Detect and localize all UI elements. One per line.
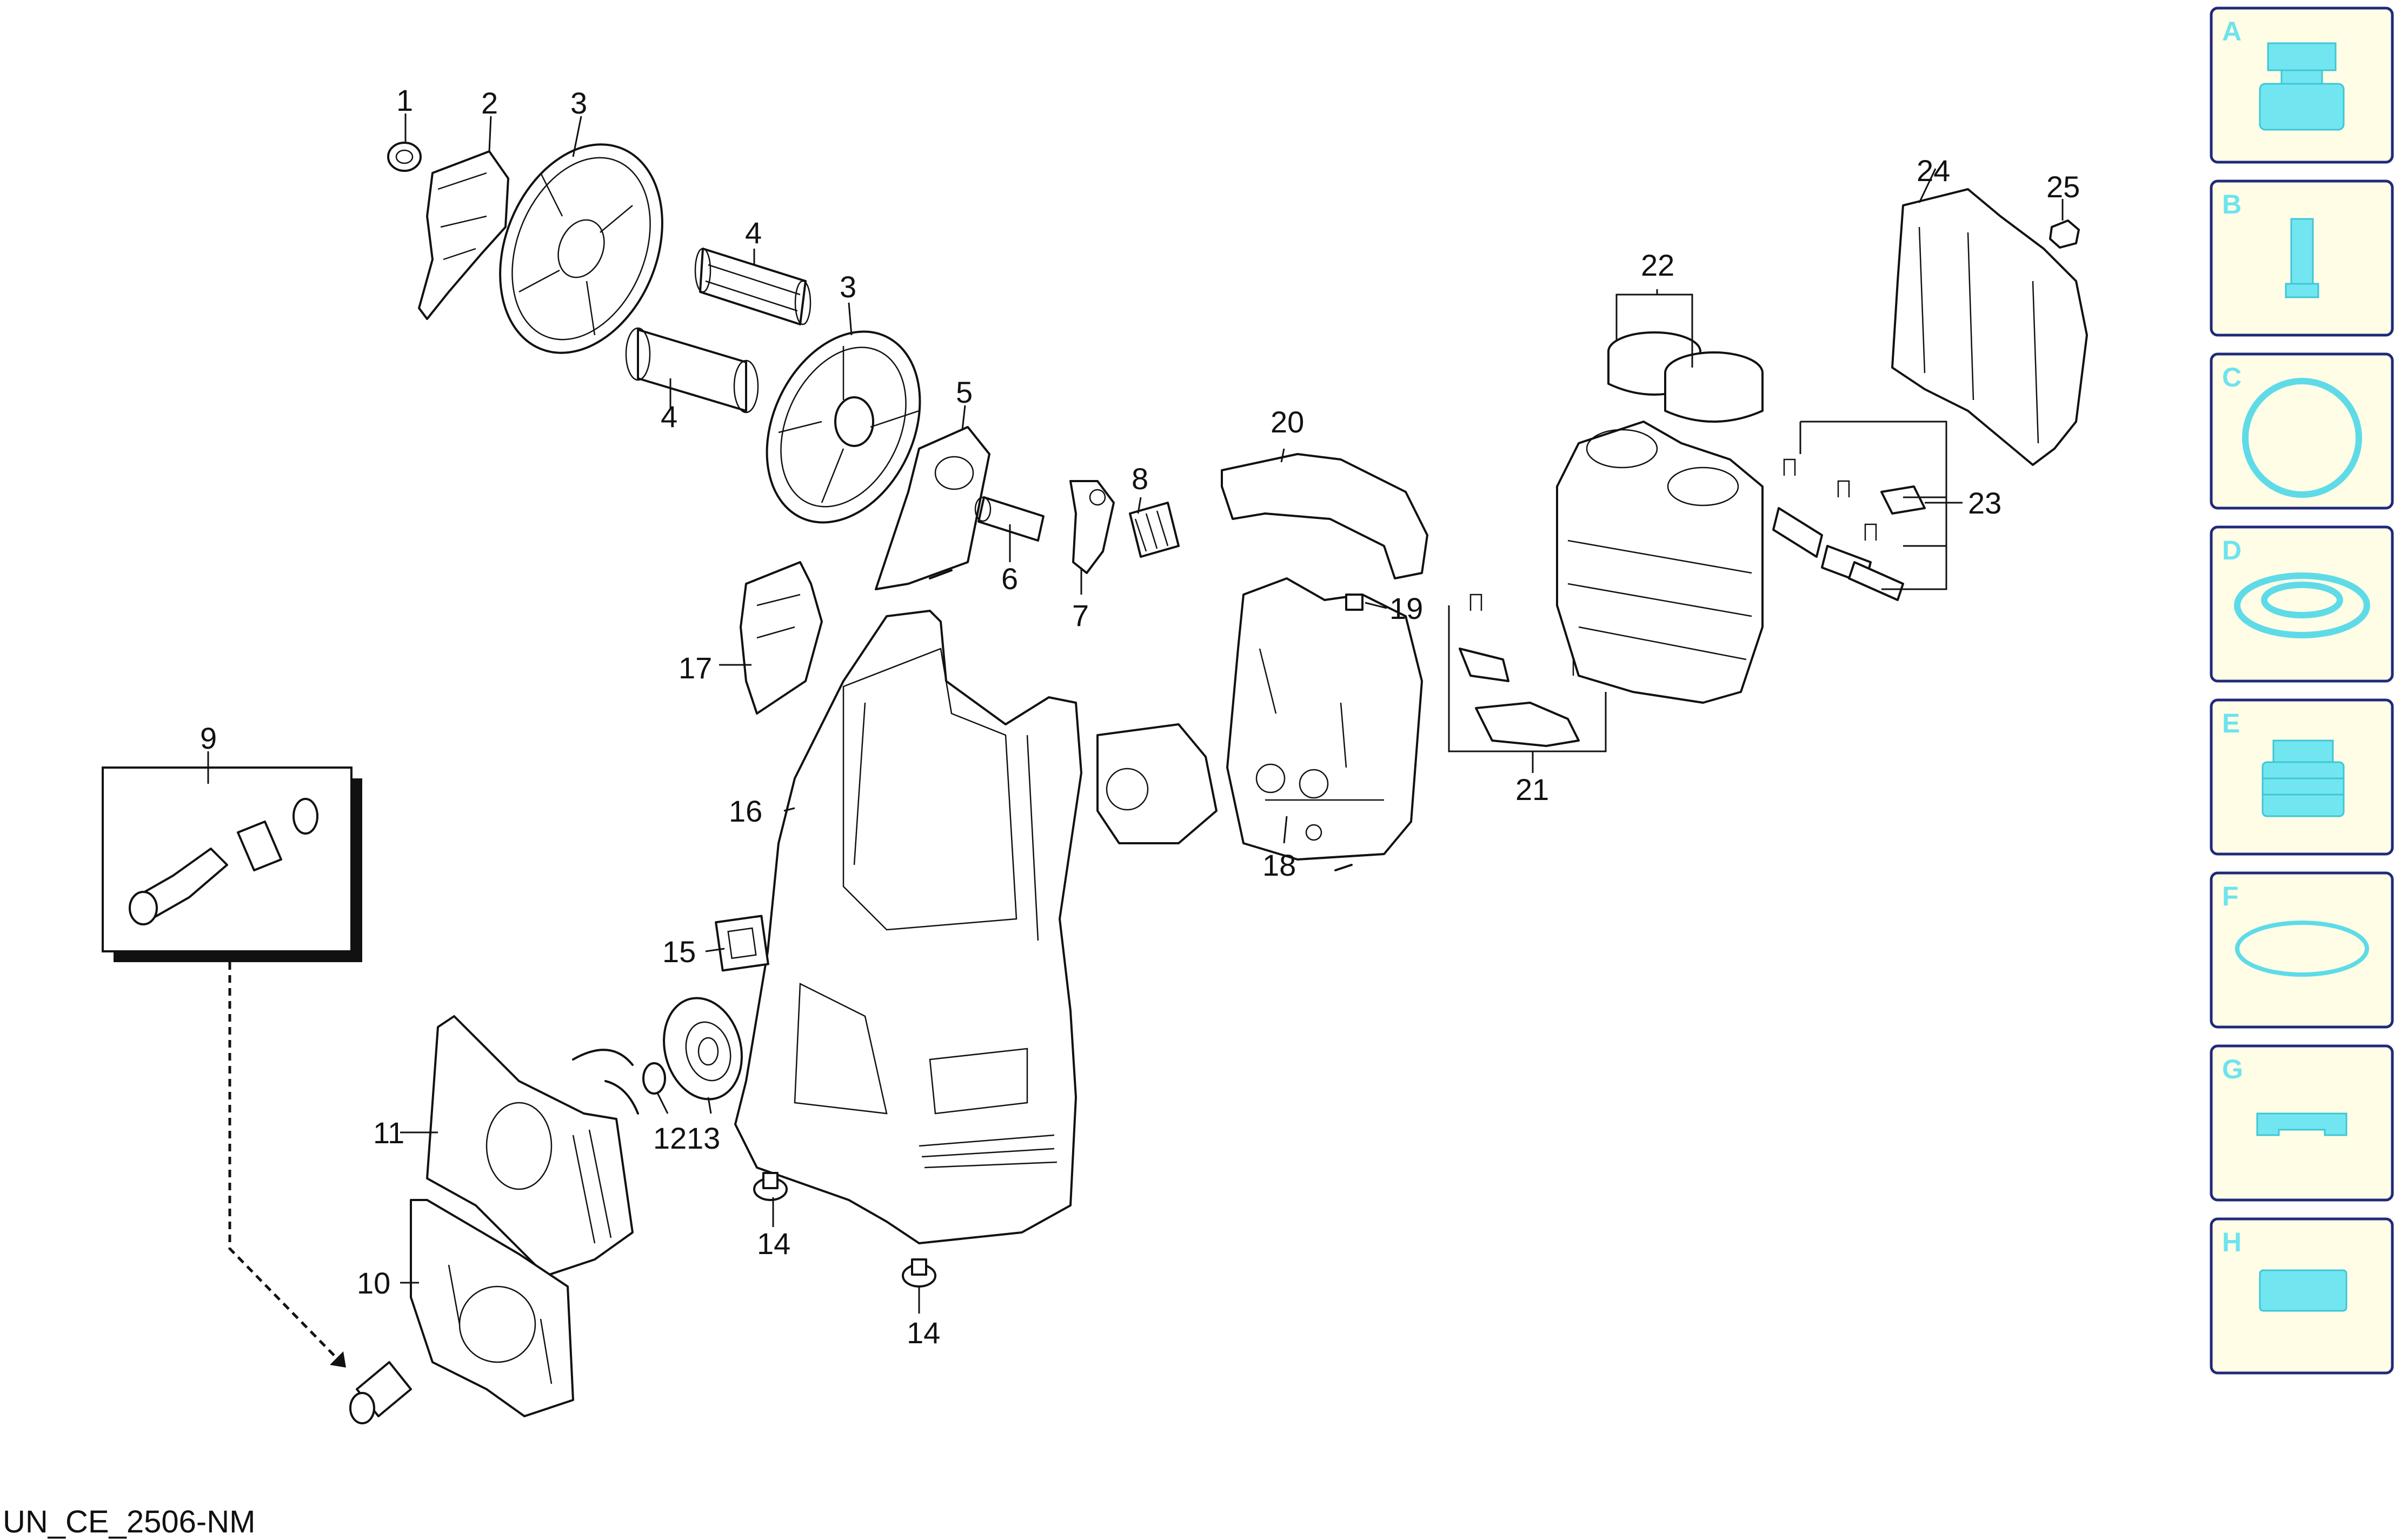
pump-assembly [1556,421,1764,704]
legend-letter-h: H [2222,1227,2242,1257]
part-2-handle-bracket [418,150,509,320]
part-9-inlet-connector [349,1361,412,1424]
legend-letter-a: A [2222,16,2242,46]
callout-5: 5 [956,375,973,409]
part-18-capacitor-box [1096,723,1218,844]
part-12-o-ring [642,1062,666,1095]
part-3-reel-wheel [766,330,921,524]
callout-1: 1 [396,83,413,117]
legend-letter-e: E [2222,708,2240,738]
seal-ring-icon [2234,572,2370,638]
legend-letter-f: F [2222,881,2239,911]
part-3-reel-disc-large [499,143,663,354]
callout-17: 17 [679,651,712,685]
callout-18: 18 [1262,848,1296,882]
screws [929,569,1353,871]
diagram-code: UN_CE_2506-NM [3,1504,255,1539]
callout-7: 7 [1072,598,1089,632]
part-18-motor-housing [1226,577,1423,861]
part-9-location-arrow [228,962,347,1369]
callout-12: 12 [653,1121,687,1155]
callout-20: 20 [1271,405,1304,439]
callout-10: 10 [357,1266,390,1300]
callout-4-upper: 4 [745,216,762,250]
legend-item-a: A [2210,6,2394,164]
callout-14-left: 14 [757,1226,790,1261]
legend-letter-g: G [2222,1054,2243,1084]
part-8-crank-knob [1129,502,1180,558]
legend-item-e: E [2210,698,2394,856]
legend-item-b: B [2210,179,2394,337]
callout-24: 24 [1917,154,1950,188]
part-12-retaining-clip [572,1049,639,1115]
callout-25: 25 [2046,170,2080,204]
pin-icon [2285,218,2319,298]
part-17-nozzle-holder [740,561,823,715]
part-23-fittings [1772,458,1926,601]
gasket-icon [2235,921,2369,977]
callout-16: 16 [729,794,762,828]
legend-item-h: H [2210,1217,2394,1375]
legend-panel: A B C D [2210,6,2394,1375]
callout-3-lower: 3 [840,270,856,304]
part-19-clip [1345,594,1364,611]
callout-2: 2 [481,86,498,120]
part-15-clip [715,915,769,972]
flat-washer-icon [2256,1112,2347,1136]
callout-14-right: 14 [907,1316,940,1350]
legend-letter-d: D [2222,535,2242,565]
callout-labels: 1 2 3 4 4 3 5 6 7 8 9 10 11 12 13 14 14 … [200,83,2080,1350]
part-4-drum-half-upper [694,248,812,325]
callout-4-lower: 4 [661,399,677,434]
legend-item-f: F [2210,871,2394,1029]
callout-11: 11 [373,1116,404,1150]
callout-6: 6 [1001,562,1018,596]
part-11-rear-panel [426,1015,634,1277]
legend-letter-c: C [2222,362,2242,392]
piston-seal-icon [2262,739,2345,817]
part-13-inlet-cap [663,997,743,1101]
part-24-back-housing [1891,188,2088,466]
leader-lines [207,114,2064,1314]
o-ring-icon [2242,378,2362,498]
callout-22: 22 [1641,248,1674,282]
nozzle-fitting-icon [2259,42,2345,131]
cap-icon [2259,1269,2347,1312]
callout-3-upper: 3 [570,86,587,120]
callout-9: 9 [200,721,217,755]
legend-item-g: G [2210,1044,2394,1202]
callout-19: 19 [1389,591,1423,625]
part-22-cylinder-sleeves [1607,331,1764,423]
part-20-top-cover [1221,453,1428,579]
part-10-lower-panel [410,1199,574,1417]
part-4-drum-half-lower [625,327,759,414]
part-14-foot-left [753,1172,788,1201]
part-14-foot-right [902,1258,936,1288]
callout-13: 13 [687,1121,720,1155]
legend-item-c: C [2210,352,2394,510]
legend-item-d: D [2210,525,2394,683]
part-6-reel-shaft [974,496,1045,542]
callout-23: 23 [1968,486,2001,520]
part-7-crank-lever [1069,480,1115,574]
part-25-cap [2049,219,2080,249]
part-16-main-housing [734,610,1082,1244]
callout-21: 21 [1515,772,1549,806]
legend-letter-b: B [2222,189,2242,219]
callout-8: 8 [1132,462,1148,496]
callout-15: 15 [662,935,696,969]
part-1-clip [387,142,422,172]
part-9-inlet-kit-box [102,766,362,962]
